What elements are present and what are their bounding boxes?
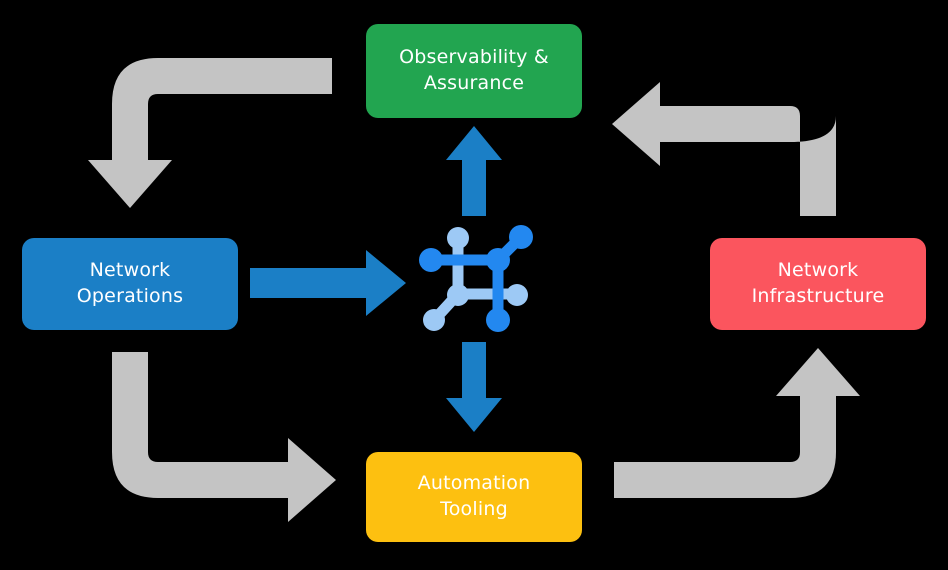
flow-arrow-observability-to-operations [88,58,332,208]
node-network-infrastructure[interactable]: Network Infrastructure [710,238,926,330]
accent-arrow-ops-to-center [250,250,406,316]
flow-arrow-operations-to-automation [112,352,336,522]
flow-arrow-automation-to-infrastructure [614,348,860,498]
accent-arrow-center-to-observability [446,126,502,216]
network-topology-icon [418,218,538,338]
node-automation-tooling[interactable]: Automation Tooling [366,452,582,542]
accent-arrow-center-to-automation [446,342,502,432]
node-network-operations[interactable]: Network Operations [22,238,238,330]
flow-arrow-infrastructure-to-observability [612,82,836,216]
topology-light-nodes [423,227,528,331]
node-observability-assurance[interactable]: Observability & Assurance [366,24,582,118]
topology-dark-nodes [419,225,533,332]
